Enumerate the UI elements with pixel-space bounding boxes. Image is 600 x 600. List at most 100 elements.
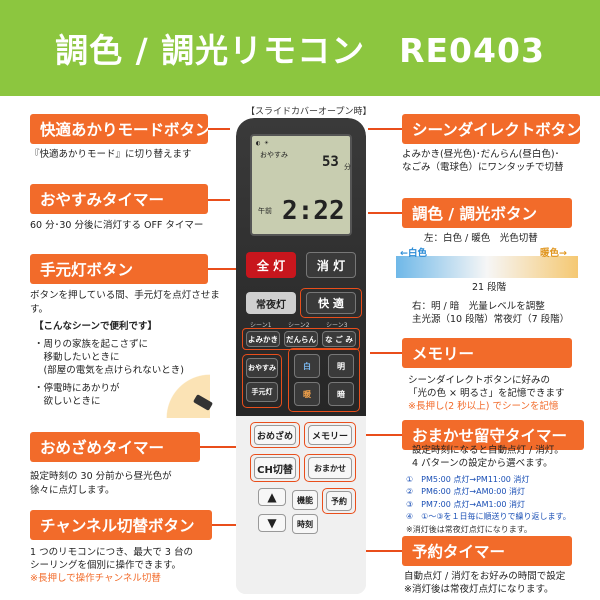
away-pattern-3: ③ PM7:00 点灯→AM1:00 消灯	[406, 499, 525, 509]
channel-desc2: シーリングを個別に操作できます。	[30, 560, 182, 571]
header-banner: 調色 / 調光リモコン RE0403	[0, 0, 600, 96]
sleep-timer-label: おやすみタイマー	[30, 184, 208, 214]
lcd-display: ◐ ☀ おやすみ 53 分 午前 2:22	[250, 134, 352, 236]
channel-switch-button[interactable]: CH切替	[254, 457, 296, 479]
warm-tone-button[interactable]: 暖	[294, 382, 320, 406]
tone-desc1: 右：明 / 暗 光量レベルを調整	[412, 301, 545, 312]
comfort-button[interactable]: 快 適	[306, 292, 356, 314]
channel-switch-label: チャンネル切替ボタン	[30, 510, 212, 540]
reserve-desc1: 自動点灯 / 消灯をお好みの時間で設定	[404, 571, 566, 582]
night-light-button[interactable]: 常夜灯	[246, 292, 296, 314]
scene-buttons-group: よみかき だんらん な ご み	[242, 328, 360, 350]
away-pattern-1: ① PM5:00 点灯→PM11:00 消灯	[406, 475, 530, 484]
connector-line	[368, 212, 402, 214]
bar-left-label: ←白色	[400, 248, 427, 259]
away-pattern-2: ② PM6:00 点灯→AM0:00 消灯	[406, 487, 525, 497]
connector-line	[200, 446, 250, 448]
connector-line	[208, 128, 230, 130]
usecase-item1c: (部屋の電気を点けられないとき)	[34, 365, 184, 376]
memory-button[interactable]: メモリー	[308, 425, 352, 445]
wake-timer-desc2: 徐々に点灯します。	[30, 485, 115, 496]
memory-label: メモリー	[402, 338, 572, 368]
away-desc2: 4 パターンの設定から選べます。	[412, 458, 553, 469]
sleep-timer-button[interactable]: おやすみ	[246, 358, 278, 378]
tone-desc-top: 左：白色 / 暖色 光色切替	[424, 233, 538, 244]
away-timer-label: おまかせ留守タイマー	[402, 420, 584, 450]
connector-line	[208, 268, 236, 270]
wake-frame	[250, 422, 300, 448]
up-arrow-button[interactable]: ▲	[258, 488, 286, 506]
scene2-caption: シーン2	[288, 322, 310, 329]
channel-desc1: 1 つのリモコンにつき、最大で 3 台の	[30, 547, 193, 558]
away-pattern-4: ④ ①～③を１日毎に順送りで繰り返します。	[406, 512, 571, 522]
page-title: 調色 / 調光リモコン RE0403	[55, 31, 545, 70]
reserve-frame	[322, 488, 356, 514]
scene-direct-desc2: なごみ（電球色）にワンタッチで切替	[402, 162, 564, 173]
away-note: ※消灯後は常夜灯点灯になります。	[406, 524, 532, 534]
lcd-minutes: 53	[322, 154, 339, 170]
usecase-title: 【こんなシーンで便利です】	[34, 321, 158, 332]
comfort-mode-label: 快適あかりモードボタン	[30, 114, 211, 144]
channel-note: ※長押しで操作チャンネル切替	[30, 573, 161, 584]
wake-timer-button[interactable]: おめざめ	[254, 425, 296, 445]
memory-frame	[304, 422, 356, 448]
hand-light-desc: ボタンを押している間、手元灯を点灯させます。	[30, 290, 220, 315]
color-gradient-bar	[396, 256, 578, 278]
connector-line	[212, 524, 252, 526]
tone-desc2: 主光源（10 段階）常夜灯（7 段階）	[412, 314, 570, 325]
remote-control: ◐ ☀ おやすみ 53 分 午前 2:22 全 灯 消 灯 常夜灯 快 適 シー…	[236, 118, 366, 594]
reserve-note: ※消灯後は常夜灯点灯になります。	[404, 584, 554, 595]
scene3-caption: シーン3	[326, 322, 348, 329]
memory-desc1: シーンダイレクトボタンに好みの	[408, 375, 551, 386]
connector-line	[368, 128, 402, 130]
comfort-highlight-frame	[300, 288, 362, 318]
connector-line	[370, 352, 402, 354]
connector-line	[208, 199, 230, 201]
lcd-time: 2:22	[282, 196, 345, 226]
usecase-item1b: 移動したいときに	[34, 352, 120, 363]
cover-open-label: 【スライドカバーオープン時】	[246, 107, 372, 117]
lcd-min-unit: 分	[344, 163, 351, 171]
hand-light-label: 手元灯ボタン	[30, 254, 208, 284]
bar-right-label: 暖色→	[540, 248, 567, 259]
comfort-mode-desc: 『快適あかりモード』に切り替えます	[30, 149, 192, 160]
wake-timer-label: おめざめタイマー	[30, 432, 200, 462]
away-frame	[304, 454, 356, 482]
brighten-button[interactable]: 明	[328, 354, 354, 378]
lcd-sleep-label: おやすみ	[260, 151, 288, 159]
light-beam-illustration	[150, 368, 210, 418]
scene-reading-button[interactable]: よみかき	[246, 331, 280, 347]
tone-keys-frame	[288, 348, 360, 412]
wake-timer-desc1: 設定時刻の 30 分前から昼光色が	[30, 471, 172, 482]
connector-line	[360, 434, 402, 436]
reserve-timer-button[interactable]: 予約	[326, 491, 352, 511]
ch-frame	[250, 454, 300, 482]
hand-light-button[interactable]: 手元灯	[246, 382, 278, 402]
off-button[interactable]: 消 灯	[306, 252, 356, 278]
function-setting-button[interactable]: 機能	[292, 490, 318, 510]
sleep-timer-desc: 60 分･30 分後に消灯する OFF タイマー	[30, 220, 204, 231]
scene-direct-desc1: よみかき(昼光色)･だんらん(昼白色)･	[402, 149, 560, 160]
all-on-button[interactable]: 全 灯	[246, 252, 296, 278]
away-timer-button[interactable]: おまかせ	[308, 457, 352, 479]
sleep-timer-button-label: おやすみ	[248, 364, 276, 372]
lcd-ampm: 午前	[258, 207, 272, 215]
left-keys-frame	[242, 354, 282, 408]
connector-line	[352, 550, 402, 552]
scene-family-button[interactable]: だんらん	[284, 331, 318, 347]
white-tone-button[interactable]: 白	[294, 354, 320, 378]
away-desc1: 設定時刻になると自動点灯 / 消灯。	[412, 445, 564, 456]
scene1-caption: シーン1	[250, 322, 272, 329]
usecase-item2b: 欲しいときに	[34, 396, 101, 407]
scene-relax-button[interactable]: な ご み	[322, 331, 356, 347]
usecase-item2: ・停電時にあかりが	[34, 383, 120, 394]
time-setting-button[interactable]: 時刻	[292, 514, 318, 534]
dim-button[interactable]: 暗	[328, 382, 354, 406]
tone-dimmer-label: 調色 / 調光ボタン	[402, 198, 572, 228]
lcd-icons: ◐ ☀	[256, 139, 269, 147]
usecase-item1: ・周りの家族を起こさずに	[34, 339, 149, 350]
reserve-timer-label: 予約タイマー	[402, 536, 572, 566]
scene-direct-label: シーンダイレクトボタン	[402, 114, 582, 144]
bar-steps-label: 21 段階	[472, 282, 507, 293]
down-arrow-button[interactable]: ▼	[258, 514, 286, 532]
